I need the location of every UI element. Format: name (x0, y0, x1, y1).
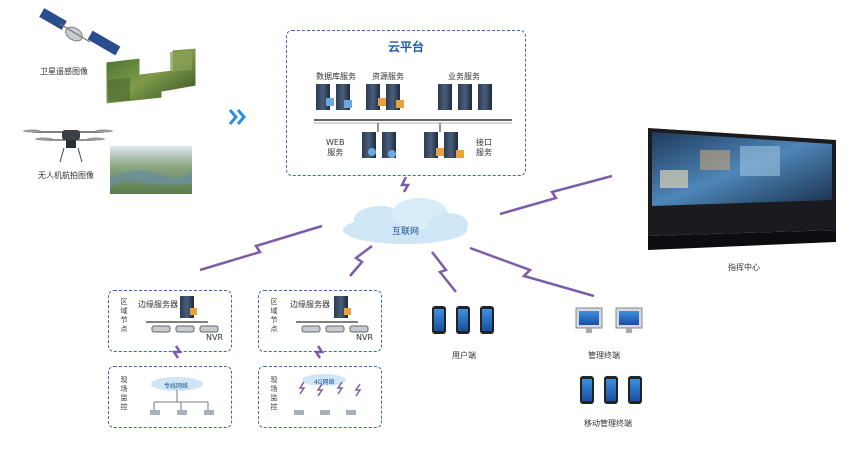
satellite-image (105, 47, 197, 105)
drone-icon (23, 129, 113, 163)
edge-node-1-site-box (108, 366, 232, 428)
aerial-photo (110, 146, 192, 194)
edge-node-2-nvr-label: NVR (356, 333, 374, 342)
management-terminal-label: 管理终端 (588, 351, 620, 360)
business-service-label: 业务服务 (448, 72, 480, 81)
resource-service-label: 资源服务 (372, 72, 404, 81)
link-management-terminal (469, 246, 595, 298)
mobile-management-phones-icon (580, 376, 642, 404)
edge-node-1-graphics (146, 296, 219, 415)
edge-node-2-region-box (258, 290, 382, 352)
edge-node-1-nvr-label: NVR (206, 333, 224, 342)
satellite-label: 卫星遥感图像 (40, 67, 88, 76)
edge-node-2-site-box (258, 366, 382, 428)
edge-node-1-region-box (108, 290, 232, 352)
interface-service-label: 接口 服务 (476, 138, 492, 157)
link-edge-site-1 (171, 345, 183, 359)
web-servers-icon (362, 132, 396, 158)
interface-servers-icon (424, 132, 464, 158)
edge-node-1-region-label: 区域节点 (120, 298, 128, 333)
edge-node-1-server-label: 边缘服务器 (138, 300, 178, 309)
internet-cloud-icon (343, 198, 468, 244)
resource-servers-icon (366, 84, 404, 110)
edge-node-1-network-label: 专线网络 (164, 383, 189, 390)
cloud-platform-title: 云平台 (388, 40, 425, 54)
drone-label: 无人机航拍图像 (38, 171, 94, 180)
edge-node-1-site-label: 现场监控 (120, 376, 128, 411)
link-cloud-platform (399, 176, 411, 193)
business-servers-icon (438, 84, 492, 110)
link-edge-node-1 (199, 224, 323, 272)
link-edge-node-2 (349, 245, 373, 277)
command-center-video-wall (648, 128, 836, 250)
management-monitors-icon (575, 307, 643, 333)
mobile-management-label: 移动管理终端 (584, 419, 632, 428)
user-terminal-label: 用户端 (452, 351, 476, 360)
edge-node-2-region-label: 区域节点 (270, 298, 278, 333)
link-command-center (499, 174, 613, 216)
link-user-terminal (431, 251, 457, 293)
satellite-icon (39, 8, 121, 56)
database-servers-icon (316, 84, 352, 110)
edge-node-2-site-label: 现场监控 (270, 376, 278, 411)
edge-node-2-server-label: 边缘服务器 (290, 300, 330, 309)
database-service-label: 数据库服务 (316, 72, 356, 81)
link-edge-site-2 (313, 345, 325, 359)
double-chevron-icon (228, 109, 246, 125)
cloud-bus (314, 119, 512, 132)
edge-node-2-network-label: 4G网络 (314, 379, 335, 386)
wireless-links (171, 174, 613, 359)
web-service-label: WEB 服务 (326, 138, 345, 157)
cloud-platform-box (286, 30, 526, 176)
edge-node-2-graphics (294, 296, 369, 415)
command-center-label: 指挥中心 (728, 263, 760, 272)
internet-label: 互联网 (392, 227, 420, 237)
user-phones-icon (432, 306, 494, 334)
